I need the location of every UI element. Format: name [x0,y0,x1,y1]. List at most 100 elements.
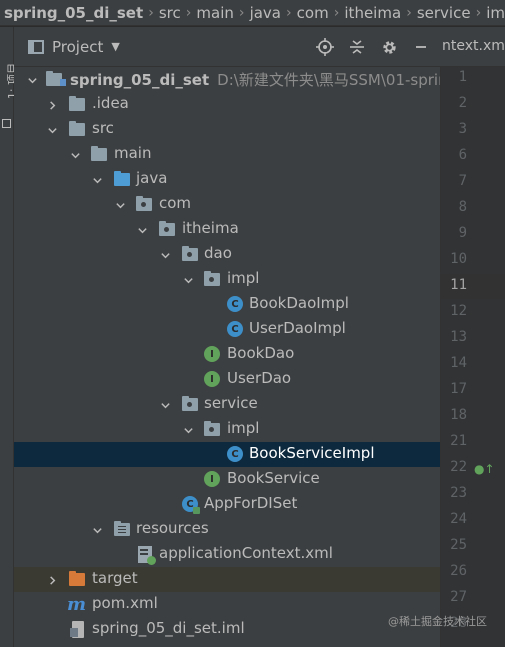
chevron-down-icon[interactable] [159,399,171,411]
tree-label: impl [227,419,260,437]
chevron-right-icon: › [148,4,154,21]
tree-node-service-impl[interactable]: impl [14,417,440,442]
tree-label: spring_05_di_set.iml [92,619,245,637]
tree-node-idea[interactable]: .idea [14,92,440,117]
spring-xml-icon [138,546,156,565]
tree-node-book-dao[interactable]: I BookDao [14,342,440,367]
tool-window-strip: 1: 项目 ure [0,27,19,647]
implements-gutter-icon[interactable]: ●↑ [474,462,495,476]
chevron-down-icon[interactable] [159,249,171,261]
breadcrumb-item-project[interactable]: spring_05_di_set [4,3,144,22]
line-number: 21 [450,433,467,449]
tree-node-user-dao-impl[interactable]: C UserDaoImpl [14,317,440,342]
tree-node-src[interactable]: src [14,117,440,142]
chevron-down-icon[interactable]: ▼ [111,40,120,53]
excluded-folder-icon [69,571,85,586]
tree-label: BookDao [227,344,295,362]
class-icon: C [227,321,243,337]
chevron-right-icon: › [185,4,192,21]
tree-node-application-context[interactable]: applicationContext.xml [14,542,440,567]
package-icon [182,246,198,261]
line-number: 10 [450,251,467,267]
line-number: 17 [450,381,467,397]
panel-toolbar [312,27,440,67]
chevron-down-icon[interactable] [136,224,148,236]
tree-node-java[interactable]: java [14,167,440,192]
breadcrumb-item-impl[interactable]: im [486,3,505,22]
chevron-right-icon[interactable] [46,99,58,111]
tree-node-book-dao-impl[interactable]: C BookDaoImpl [14,292,440,317]
tree-node-service[interactable]: service [14,392,440,417]
resources-folder-icon [114,521,130,536]
line-number: 27 [450,589,467,605]
tree-node-book-service[interactable]: I BookService [14,467,440,492]
chevron-down-icon[interactable] [69,149,81,161]
module-file-icon [70,621,84,638]
chevron-right-icon: › [406,4,412,21]
tree-node-book-service-impl[interactable]: C BookServiceImpl [14,442,440,467]
tree-node-resources[interactable]: resources [14,517,440,542]
module-folder-icon [46,71,66,86]
line-number: 26 [450,563,467,579]
tree-node-dao[interactable]: dao [14,242,440,267]
breadcrumb-item-com[interactable]: com [296,3,329,22]
minimize-icon[interactable] [408,34,434,60]
tree-node-iml[interactable]: spring_05_di_set.iml [14,617,440,642]
tree-label: src [92,119,114,137]
line-number: 3 [458,121,467,137]
tree-label: impl [227,269,260,287]
line-number: 9 [458,225,467,241]
tree-label: service [204,394,258,412]
project-window-icon [28,39,44,54]
chevron-right-icon[interactable] [46,574,58,586]
tree-node-pom[interactable]: m pom.xml [14,592,440,617]
current-line-highlight [441,274,505,299]
breadcrumb-item-main[interactable]: main [196,3,234,22]
editor-tab[interactable]: ntext.xml [442,38,505,54]
line-number: 24 [450,511,467,527]
breadcrumb-item-service[interactable]: service [416,3,471,22]
tree-node-target[interactable]: target [14,567,440,592]
tree-node-itheima[interactable]: itheima [14,217,440,242]
root-path: D:\新建文件夹\黑马SSM\01-spring [217,71,440,89]
tree-label: com [159,194,192,212]
line-number: 7 [458,173,467,189]
breadcrumb-item-java[interactable]: java [249,3,281,22]
main-class-icon: C [182,496,200,514]
line-number: 6 [458,147,467,163]
tree-label: .idea [92,94,129,112]
chevron-right-icon: › [238,4,245,21]
package-icon [159,221,175,236]
structure-icon[interactable] [2,119,11,128]
package-icon [136,196,152,211]
chevron-down-icon[interactable] [91,174,103,186]
project-panel-title[interactable]: Project [52,37,104,56]
chevron-right-icon: › [333,4,340,21]
collapse-icon[interactable] [344,34,370,60]
breadcrumb-item-itheima[interactable]: itheima [344,3,402,22]
breadcrumb-item-src[interactable]: src [158,3,181,22]
chevron-down-icon[interactable] [46,124,58,136]
chevron-down-icon[interactable] [182,424,194,436]
tree-node-com[interactable]: com [14,192,440,217]
chevron-down-icon[interactable] [114,199,126,211]
locate-icon[interactable] [312,34,338,60]
tree-node-main[interactable]: main [14,142,440,167]
chevron-right-icon: › [286,4,292,21]
line-number: 1 [458,69,467,85]
line-number: 18 [450,407,467,423]
chevron-down-icon[interactable] [26,74,38,86]
tree-node-app-for-di-set[interactable]: C AppForDISet [14,492,440,517]
line-number: 22 [450,459,467,475]
gear-icon[interactable] [376,34,402,60]
source-folder-icon [114,171,130,186]
chevron-right-icon: › [475,4,482,21]
chevron-down-icon[interactable] [182,274,194,286]
tree-label: BookService [227,469,320,487]
tree-node-dao-impl[interactable]: impl [14,267,440,292]
tree-node-user-dao[interactable]: I UserDao [14,367,440,392]
chevron-down-icon[interactable] [91,524,103,536]
